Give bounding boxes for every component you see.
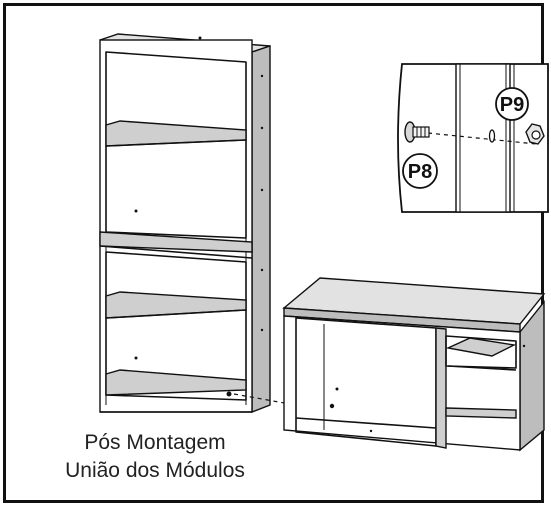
desk-module-illustration bbox=[282, 277, 546, 452]
caption-line-1: Pós Montagem bbox=[84, 431, 226, 454]
nut-label: P9 bbox=[500, 94, 524, 116]
assembled-bookshelf-illustration bbox=[99, 33, 271, 414]
nut-icon bbox=[525, 123, 545, 145]
p8-label-circle bbox=[402, 153, 438, 189]
screw-label: P8 bbox=[408, 161, 432, 183]
caption-line-2: União dos Módulos bbox=[65, 459, 245, 482]
p9-label-circle bbox=[495, 87, 529, 121]
detail-inset: P9 P8 bbox=[397, 63, 549, 213]
screw-icon bbox=[404, 121, 430, 143]
washer-icon bbox=[488, 129, 496, 143]
